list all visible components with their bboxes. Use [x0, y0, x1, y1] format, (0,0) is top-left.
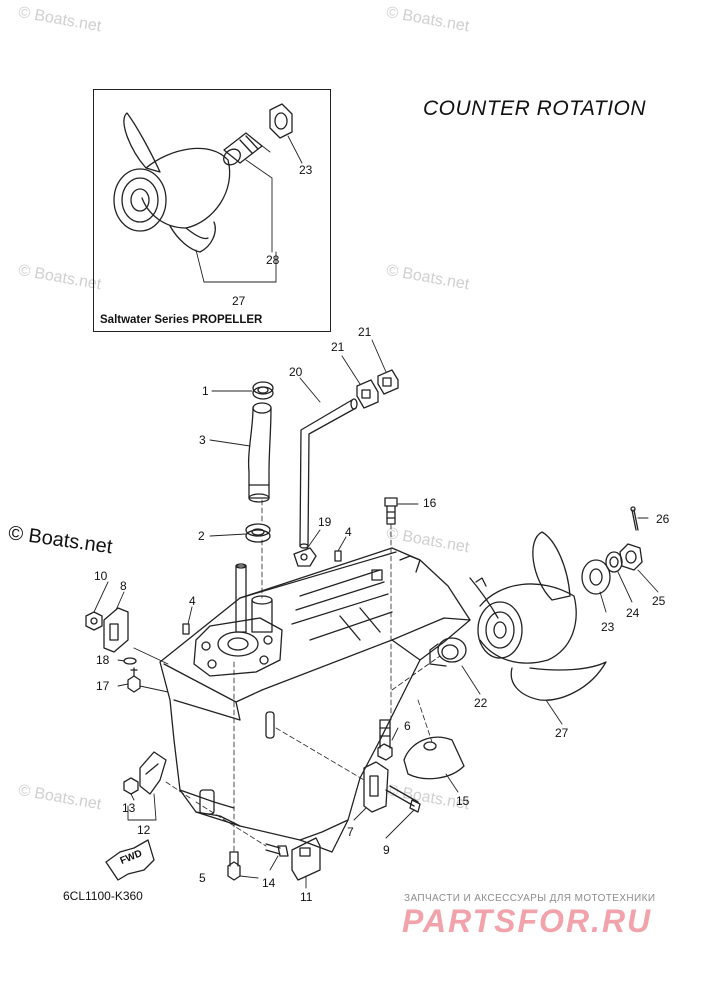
diagram-title: COUNTER ROTATION — [423, 97, 647, 120]
lower-casing — [159, 547, 471, 853]
callout-25: 25 — [652, 594, 666, 608]
callout-2: 2 — [198, 529, 205, 543]
callout-9: 9 — [383, 843, 390, 857]
brand-tagline: ЗАПЧАСТИ И АКСЕССУАРЫ ДЛЯ МОТОТЕХНИКИ — [404, 893, 656, 904]
callout-27: 27 — [555, 726, 569, 740]
callout-23: 23 — [601, 620, 615, 634]
callout-19: 19 — [318, 515, 332, 529]
callout-17: 17 — [96, 679, 110, 693]
fwd-arrow — [105, 839, 155, 881]
callout-11: 11 — [300, 890, 313, 904]
part-grommet-1 — [252, 381, 274, 400]
part-plug-17 — [127, 667, 141, 693]
brand-logo: PARTSFOR.RU — [402, 903, 653, 939]
part-bolt-9 — [385, 785, 421, 813]
callout-28: 28 — [266, 253, 280, 267]
callout-18: 18 — [96, 653, 110, 667]
callout-4a: 4 — [345, 525, 352, 539]
part-clip-21b — [377, 369, 399, 395]
part-washer-24 — [605, 551, 623, 573]
callout-26: 26 — [656, 512, 670, 526]
part-dowel-pin-4b — [182, 623, 190, 635]
part-clip-21a — [356, 379, 379, 409]
callout-8: 8 — [120, 579, 127, 593]
callout-16: 16 — [423, 496, 437, 510]
propeller-inset-frame — [93, 89, 331, 332]
part-dowel-pin-4a — [334, 550, 342, 562]
part-cotter-pin-26 — [630, 506, 639, 531]
inset-washer-23 — [269, 103, 293, 139]
callout-21b: 21 — [358, 325, 372, 339]
part-o-ring-18 — [123, 657, 137, 665]
callout-22: 22 — [474, 696, 488, 710]
part-nut-13 — [123, 777, 139, 795]
part-cover-12 — [139, 751, 167, 795]
callout-20: 20 — [289, 365, 303, 379]
inset-spline-sleeve — [223, 132, 263, 166]
part-trim-tab-7 — [363, 761, 389, 813]
callout-15: 15 — [456, 794, 470, 808]
part-washer-23 — [581, 559, 611, 595]
callout-4b: 4 — [189, 594, 196, 608]
callout-12: 12 — [137, 823, 151, 837]
callout-7: 7 — [347, 825, 354, 839]
callout-23-inset: 23 — [299, 163, 313, 177]
part-bolt-16 — [384, 497, 398, 525]
part-bolt-6 — [377, 719, 393, 761]
callout-5: 5 — [199, 871, 206, 885]
callout-14: 14 — [262, 876, 276, 890]
callout-10: 10 — [94, 569, 108, 583]
part-cover-15 — [403, 736, 465, 780]
main-propeller-27 — [469, 531, 607, 701]
part-screw-14 — [265, 843, 289, 857]
inset-propeller — [113, 112, 231, 253]
callout-3: 3 — [199, 433, 206, 447]
callout-6: 6 — [404, 719, 411, 733]
callout-27-inset: 27 — [232, 294, 246, 308]
part-pipe-20 — [299, 398, 358, 549]
part-nut-25 — [619, 543, 643, 571]
callout-13: 13 — [122, 801, 136, 815]
inset-caption: Saltwater Series PROPELLER — [100, 314, 263, 326]
callout-24: 24 — [626, 606, 640, 620]
part-seal-22 — [429, 637, 467, 667]
part-anode-11 — [291, 837, 321, 881]
part-clip-19 — [293, 547, 317, 567]
callout-1: 1 — [202, 384, 209, 398]
part-grommet-2 — [245, 523, 271, 543]
part-trim-bracket-8 — [103, 607, 129, 653]
part-water-tube-3 — [247, 402, 272, 503]
part-bolt-5 — [227, 851, 241, 881]
diagram-code: 6CL1100-K360 — [63, 889, 143, 903]
part-nut-10 — [85, 611, 103, 631]
callout-21a: 21 — [331, 340, 345, 354]
